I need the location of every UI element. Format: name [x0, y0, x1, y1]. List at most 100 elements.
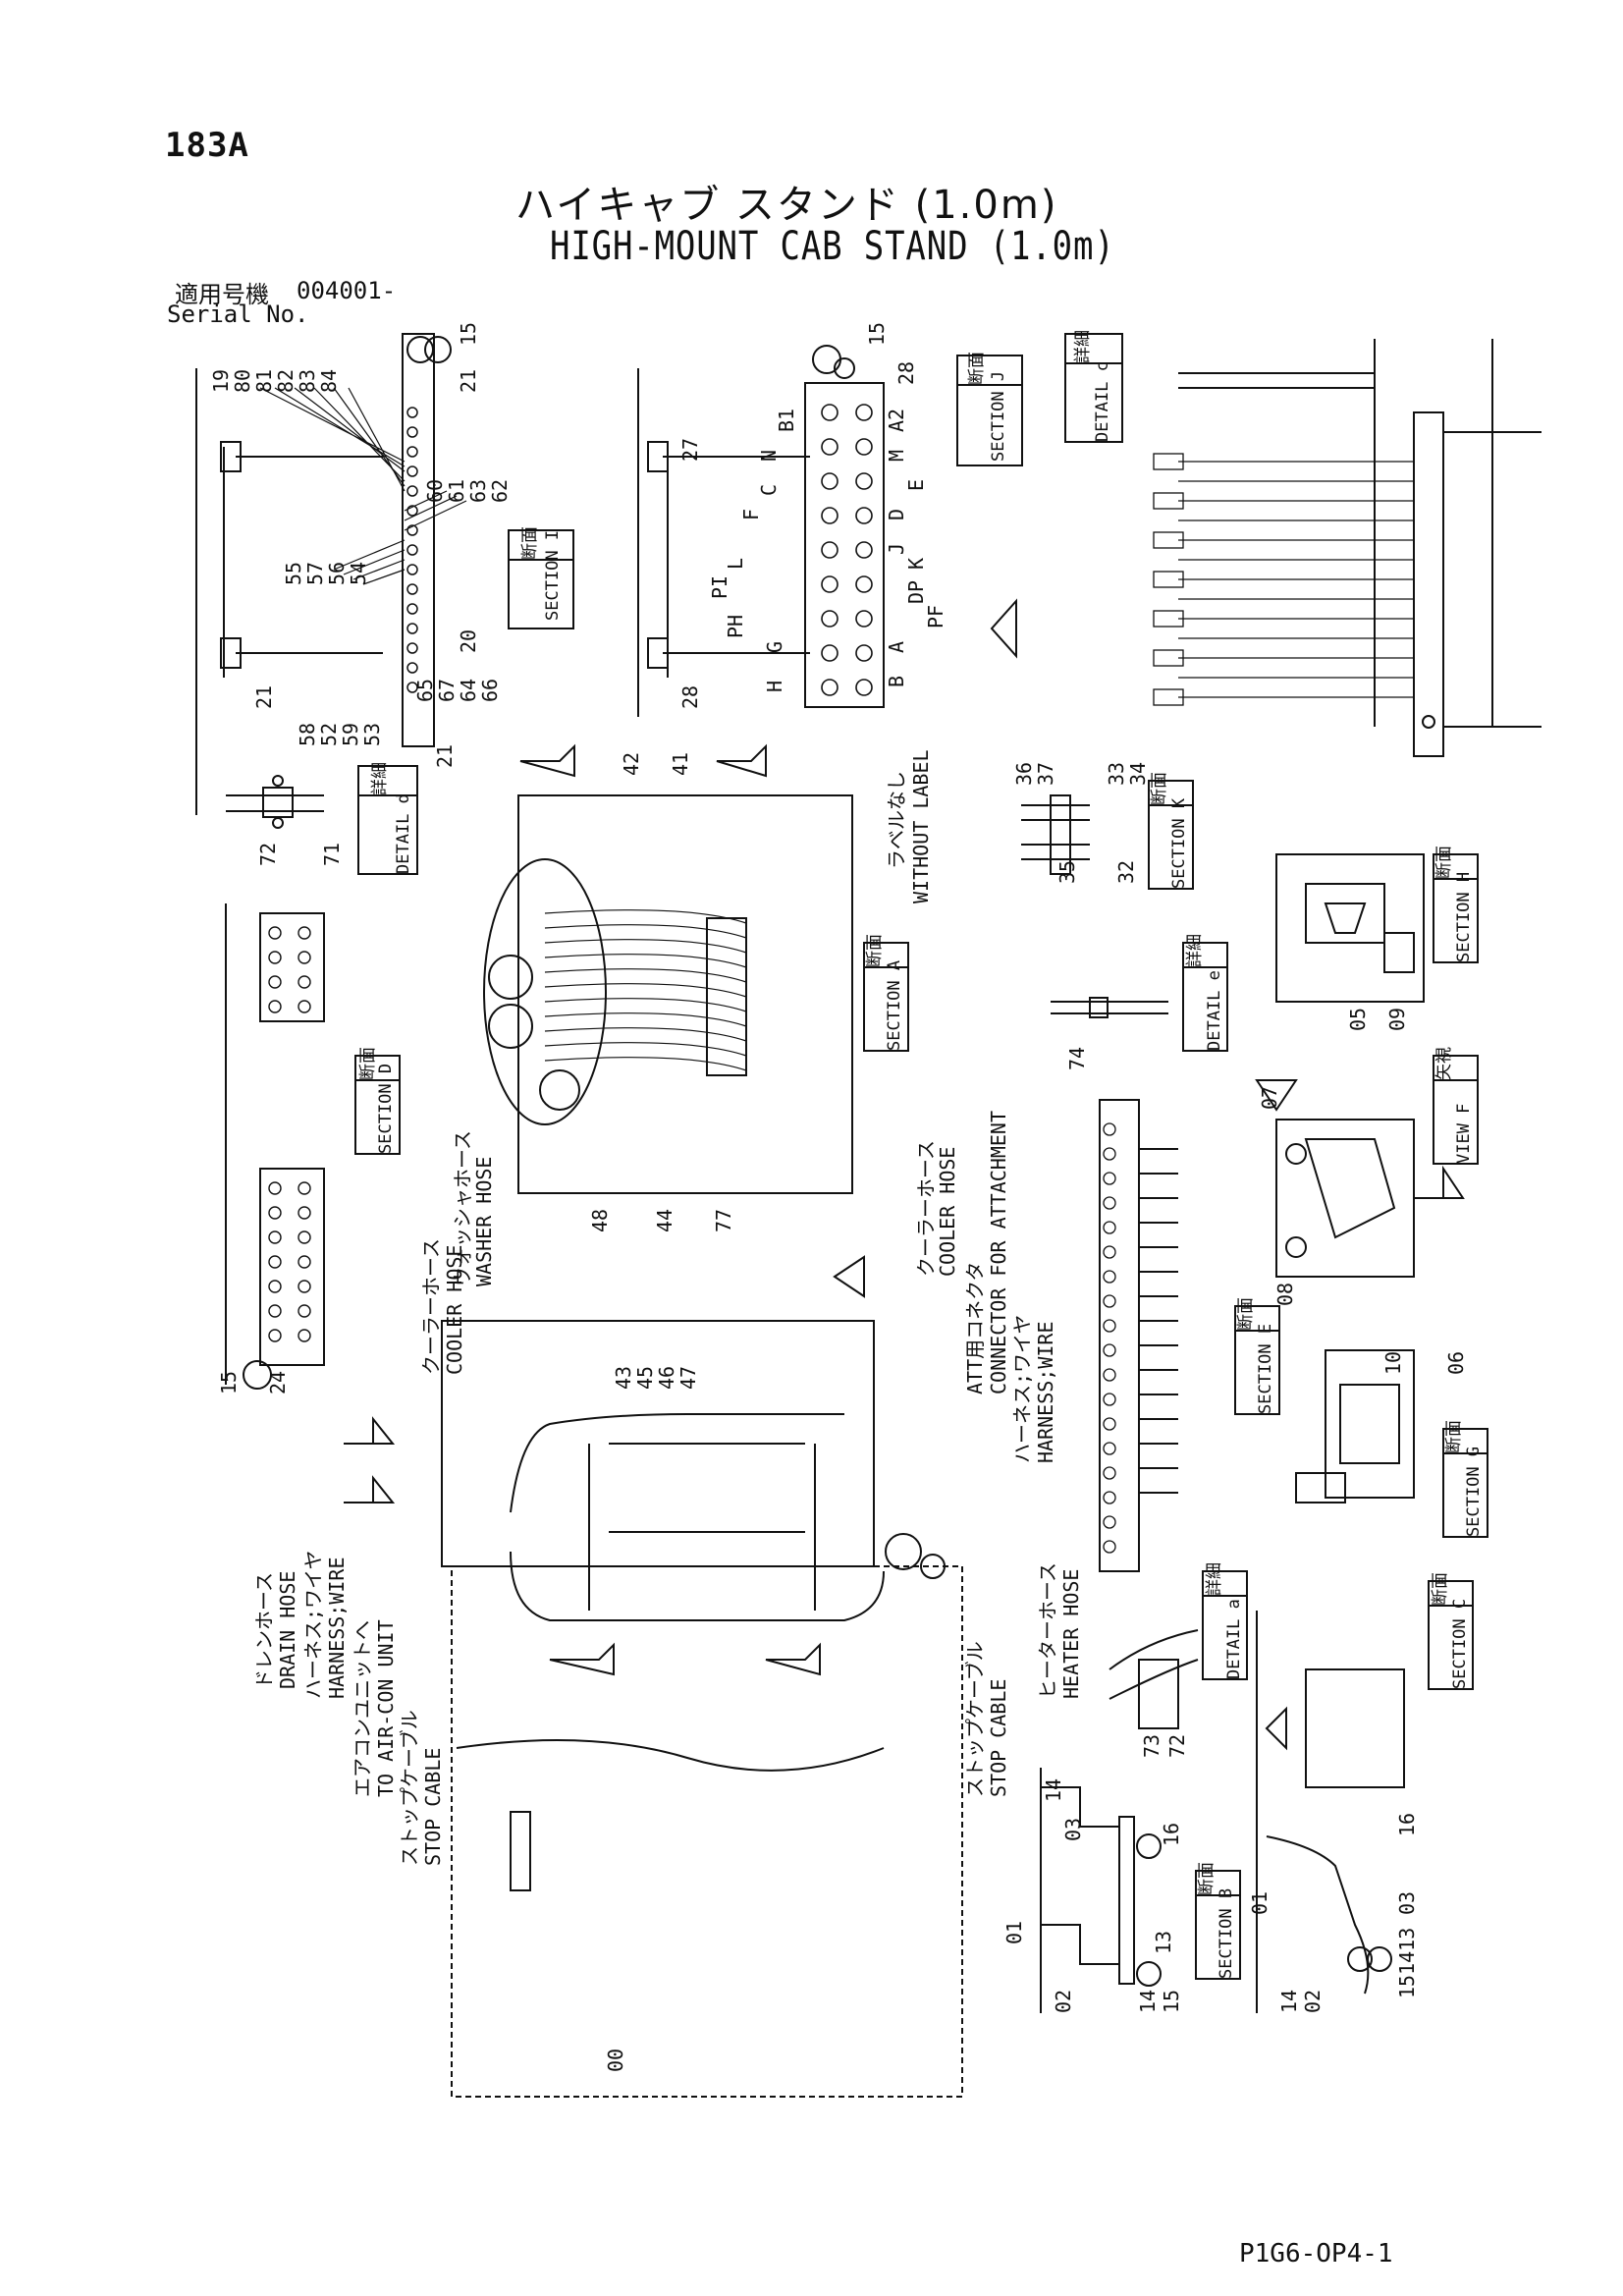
- harness-wire-en-left: HARNESS;WIRE: [325, 1558, 349, 1700]
- port-pf: PF: [924, 605, 947, 629]
- part-num-52: 52: [317, 723, 341, 746]
- cooler-hose-jp-left: クーラーホース: [419, 1238, 443, 1375]
- title-english: HIGH-MOUNT CAB STAND (1.0m): [550, 224, 1115, 269]
- label-view-f: VIEW F: [1454, 1104, 1474, 1164]
- label-detail-e: DETAIL e: [1205, 970, 1224, 1051]
- part-num-57: 57: [303, 562, 327, 585]
- to-aircon-en: TO AIR-CON UNIT: [374, 1619, 398, 1797]
- main-cab-view: [344, 1255, 963, 2098]
- without-label-en: WITHOUT LABEL: [909, 749, 933, 903]
- part-num-62: 62: [488, 479, 512, 503]
- section-b-view: [1040, 1768, 1241, 2013]
- part-num-71: 71: [320, 843, 344, 866]
- part-num-21-bottom: 21: [433, 744, 457, 768]
- part-num-61: 61: [445, 479, 468, 503]
- part-num-33: 33: [1105, 762, 1128, 786]
- part-num-82: 82: [274, 369, 298, 393]
- part-num-32: 32: [1114, 860, 1138, 884]
- washer-hose-en: WASHER HOSE: [472, 1157, 496, 1286]
- port-b1: B1: [775, 409, 798, 432]
- label-detail-d: DETAIL d: [394, 793, 413, 874]
- part-num-15-d: 15: [217, 1371, 241, 1394]
- harness-wire-jp-left: ハーネス;ワイヤ: [301, 1551, 325, 1699]
- label-section-j: SECTION J: [989, 371, 1008, 462]
- port-b: B: [885, 676, 908, 687]
- part-num-48: 48: [588, 1209, 612, 1232]
- serial-value: 004001-: [297, 277, 397, 304]
- part-num-36: 36: [1012, 762, 1036, 786]
- part-num-21: 21: [457, 369, 480, 393]
- part-num-73: 73: [1140, 1734, 1163, 1758]
- part-num-02-b: 02: [1052, 1990, 1075, 2013]
- detail-c-view: [1064, 333, 1542, 757]
- port-d: D: [885, 509, 908, 520]
- part-num-14-b2: 14: [1136, 1990, 1160, 2013]
- label-section-b: SECTION B: [1217, 1888, 1236, 1979]
- part-num-44: 44: [653, 1209, 676, 1232]
- part-num-83: 83: [296, 369, 319, 393]
- part-num-54: 54: [347, 562, 370, 585]
- part-num-08: 08: [1273, 1283, 1297, 1306]
- port-a: A: [885, 641, 908, 653]
- harness-wire-en-right: HARNESS;WIRE: [1034, 1322, 1057, 1464]
- port-j: J: [885, 543, 908, 555]
- part-num-27: 27: [678, 438, 702, 462]
- part-num-16-b: 16: [1160, 1823, 1183, 1846]
- label-jp-section-e: 断面: [1236, 1297, 1256, 1331]
- label-section-h: SECTION H: [1454, 872, 1474, 962]
- part-num-35: 35: [1055, 860, 1079, 884]
- section-j-view: [637, 345, 1023, 717]
- stop-cable-jp-left: ストップケーブル: [398, 1710, 421, 1866]
- part-num-10: 10: [1381, 1351, 1405, 1375]
- part-num-63: 63: [466, 479, 490, 503]
- view-f-view: [1255, 1055, 1479, 1278]
- section-h-view: [1275, 853, 1479, 1003]
- part-num-60: 60: [423, 479, 447, 503]
- part-num-02-c: 02: [1301, 1990, 1325, 2013]
- part-num-41: 41: [669, 752, 692, 776]
- cooler-hose-en-left: COOLER HOSE: [443, 1245, 466, 1375]
- label-jp-detail-d: 詳細: [370, 762, 390, 795]
- part-num-151413: 151413: [1395, 1928, 1419, 1998]
- part-num-58: 58: [296, 723, 319, 746]
- port-m: M: [885, 450, 908, 462]
- label-detail-c: DETAIL c: [1093, 361, 1112, 442]
- port-h: H: [763, 681, 786, 692]
- detail-d-view: [226, 765, 418, 875]
- section-g-view: [1295, 1349, 1488, 1538]
- part-num-15-b: 15: [1160, 1990, 1183, 2013]
- label-jp-section-b: 断面: [1197, 1862, 1217, 1895]
- stop-cable-en-left: STOP CABLE: [421, 1748, 445, 1866]
- title-japanese: ハイキャブ スタンド (1.0m): [515, 183, 1058, 228]
- part-num-77: 77: [712, 1209, 735, 1232]
- part-num-72-a: 72: [1165, 1734, 1189, 1758]
- washer-hose-jp: ウォッシャホース: [451, 1130, 474, 1286]
- label-section-e: SECTION E: [1256, 1324, 1275, 1414]
- part-num-01-c: 01: [1248, 1891, 1271, 1915]
- label-jp-section-i: 断面: [520, 526, 540, 560]
- part-num-43: 43: [612, 1366, 635, 1390]
- part-num-07: 07: [1258, 1086, 1281, 1110]
- part-num-72: 72: [256, 843, 280, 866]
- part-num-06: 06: [1444, 1351, 1468, 1375]
- label-jp-detail-c: 詳細: [1073, 330, 1093, 363]
- part-num-15-j: 15: [865, 322, 889, 346]
- part-num-66: 66: [478, 679, 502, 702]
- part-num-42: 42: [620, 752, 643, 776]
- part-num-67: 67: [435, 679, 459, 702]
- label-jp-section-g: 断面: [1444, 1420, 1464, 1453]
- detail-e-view: [1051, 942, 1228, 1052]
- port-k: K: [904, 558, 928, 570]
- serial-label-jp: 適用号機: [175, 281, 269, 308]
- part-num-53: 53: [360, 723, 384, 746]
- section-e-view: [1099, 1099, 1280, 1572]
- label-section-g: SECTION G: [1464, 1447, 1484, 1537]
- part-num-24: 24: [266, 1371, 290, 1394]
- part-num-13-b: 13: [1152, 1931, 1175, 1954]
- drain-hose-jp: ドレンホース: [252, 1572, 276, 1689]
- part-num-19: 19: [209, 369, 233, 393]
- section-c-view: [1256, 1580, 1474, 2013]
- port-c: C: [757, 484, 781, 496]
- label-section-a: SECTION A: [885, 960, 904, 1051]
- part-num-28: 28: [678, 685, 702, 709]
